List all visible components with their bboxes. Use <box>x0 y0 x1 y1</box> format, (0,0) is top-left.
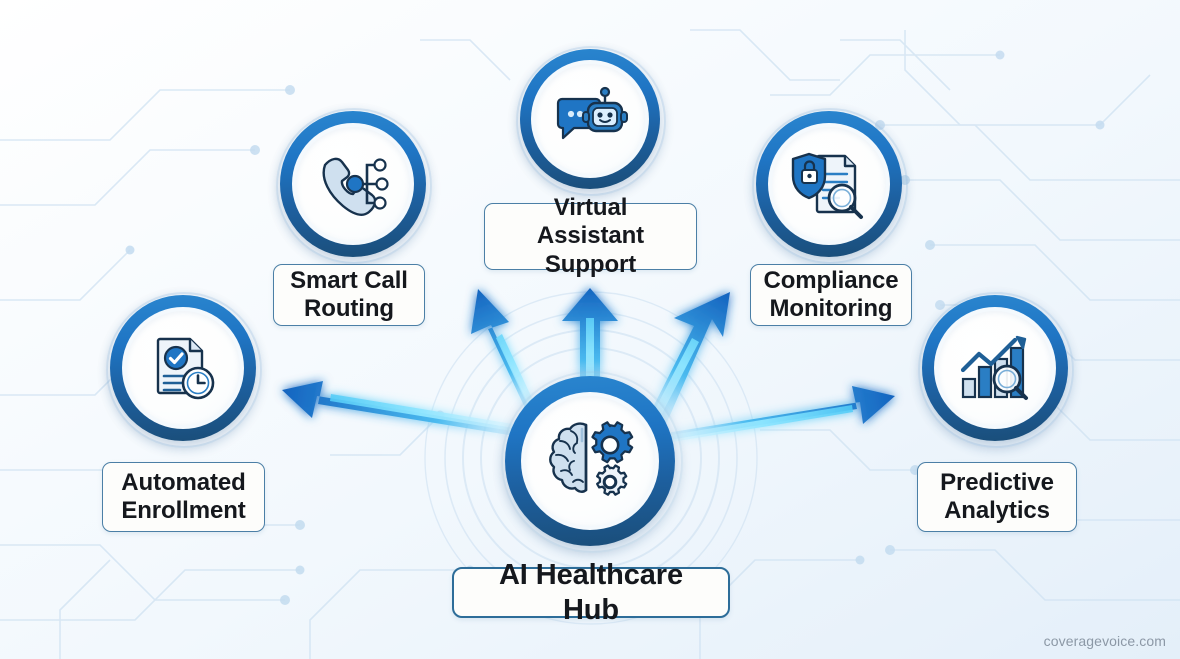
label-ai-healthcare-hub[interactable]: AI Healthcare Hub <box>452 559 730 626</box>
label-line-1: Smart Call <box>290 266 408 294</box>
label-smart-call-routing[interactable]: Smart Call Routing <box>273 264 425 326</box>
node-halo-ring <box>106 292 262 448</box>
node-halo-ring <box>276 108 432 264</box>
label-line-2: Monitoring <box>769 295 893 322</box>
node-automated-enrollment[interactable] <box>106 292 262 448</box>
node-virtual-assistant-support[interactable] <box>516 46 666 196</box>
label-compliance-monitoring[interactable]: Compliance Monitoring <box>750 264 912 326</box>
brain-gears-icon <box>549 421 634 496</box>
node-compliance-monitoring[interactable] <box>752 108 908 264</box>
node-icon-face <box>938 311 1052 425</box>
node-icon-face <box>296 127 410 241</box>
shield-lock-document-magnifier-icon <box>791 152 863 219</box>
label-line-2: Analytics <box>944 497 1050 524</box>
hub-label-text: AI Healthcare Hub <box>498 559 684 626</box>
node-halo-ring <box>752 108 908 264</box>
label-line-2: Routing <box>304 295 394 322</box>
node-ai-healthcare-hub[interactable] <box>501 371 683 553</box>
label-line-1: Automated <box>121 468 246 496</box>
label-line-1: Compliance <box>763 266 899 294</box>
label-virtual-assistant-support[interactable]: Virtual Assistant Support <box>484 194 697 278</box>
label-line-1: Virtual Assistant <box>536 194 645 250</box>
label-line-2: Support <box>544 250 637 278</box>
label-line-2: Enrollment <box>121 497 246 524</box>
phone-network-routing-icon <box>322 157 389 216</box>
label-predictive-analytics[interactable]: Predictive Analytics <box>917 462 1077 532</box>
growth-chart-magnifier-icon <box>960 335 1028 400</box>
label-automated-enrollment[interactable]: Automated Enrollment <box>102 462 265 532</box>
node-icon-face <box>772 127 886 241</box>
node-predictive-analytics[interactable] <box>918 292 1074 448</box>
node-icon-face <box>535 64 645 174</box>
label-line-1: Predictive <box>940 468 1054 496</box>
watermark: coveragevoice.com <box>1043 633 1166 649</box>
node-halo-ring <box>918 292 1074 448</box>
hub-icon-face <box>525 396 655 526</box>
node-halo-ring <box>516 46 666 196</box>
node-icon-face <box>126 311 240 425</box>
chatbot-robot-icon <box>556 86 628 140</box>
node-smart-call-routing[interactable] <box>276 108 432 264</box>
document-check-clock-icon <box>156 337 215 400</box>
